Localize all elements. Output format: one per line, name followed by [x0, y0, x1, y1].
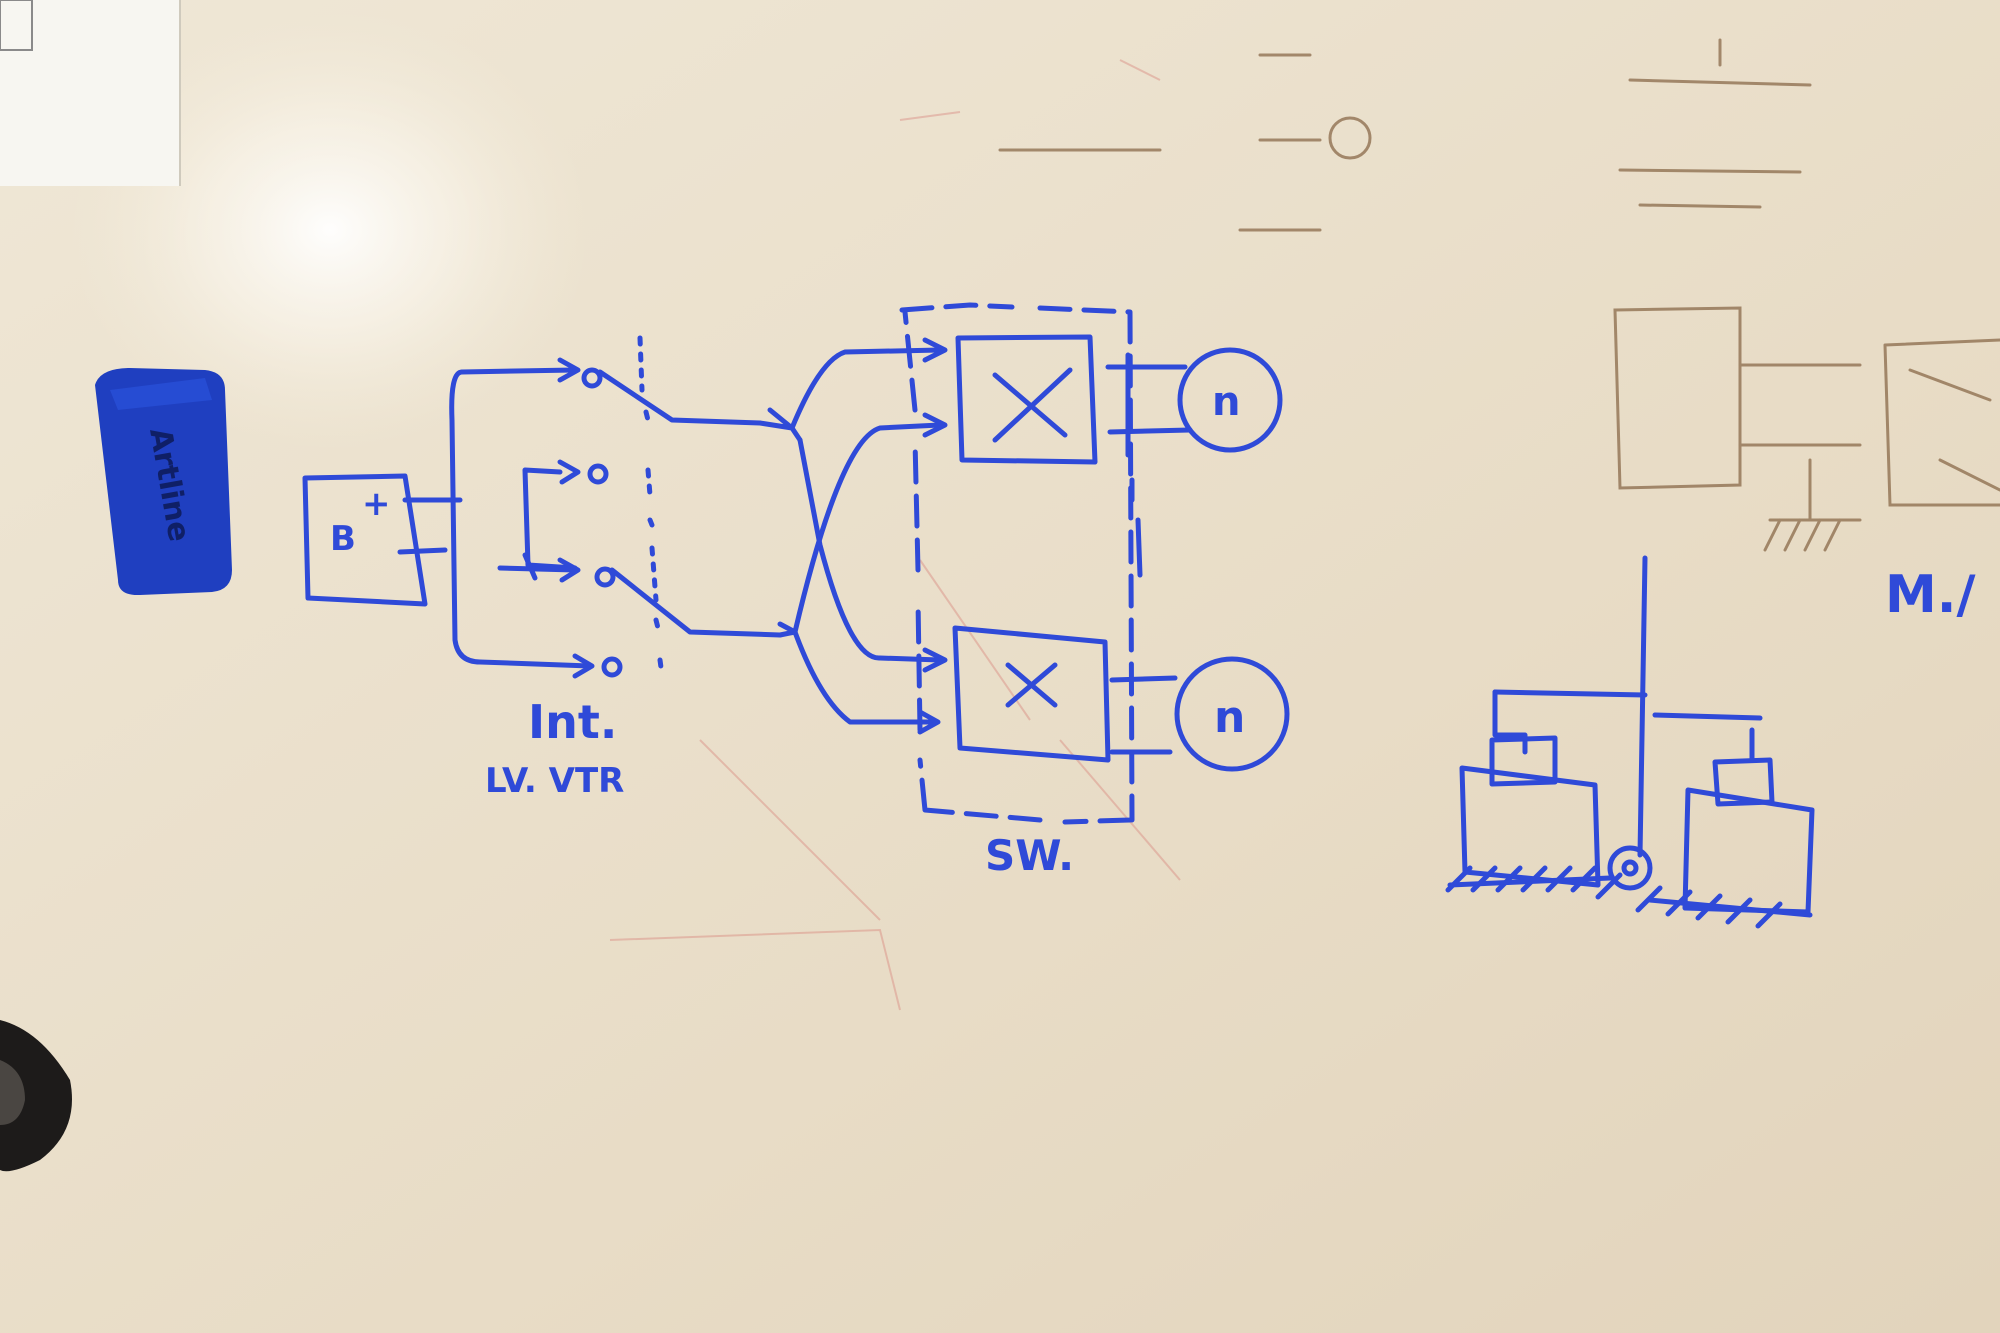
circuit-diagram [302, 302, 1815, 929]
paper-sheet [0, 0, 181, 186]
sw-label: SW. [985, 831, 1074, 880]
light-glare [70, 10, 590, 450]
battery-plus: + [362, 484, 391, 524]
pulley-icon [1607, 845, 1653, 891]
diagram-labels: B + Int. LV. VTR X X n n SW. M./ [330, 379, 1976, 880]
switch-sublabel: LV. VTR [485, 761, 624, 801]
mixer-top-box [955, 334, 1098, 465]
switch-label: Int. [528, 695, 617, 749]
meter-bottom-symbol: n [1214, 692, 1245, 743]
meter-top [1177, 347, 1283, 453]
whiteboard-eraser-icon: Artline [95, 368, 232, 596]
sw-frame [899, 302, 1135, 825]
battery-box [302, 473, 428, 607]
meter-top-symbol: n [1212, 379, 1240, 425]
mixer-bottom-box [952, 625, 1111, 763]
meter-bottom [1174, 656, 1290, 772]
marker-cap-object [0, 1020, 72, 1172]
faint-ghost-drawings [998, 38, 2000, 552]
faint-red-ghost [609, 59, 1181, 1011]
battery-label: B [330, 519, 356, 559]
right-edge-label: M./ [1885, 565, 1976, 625]
